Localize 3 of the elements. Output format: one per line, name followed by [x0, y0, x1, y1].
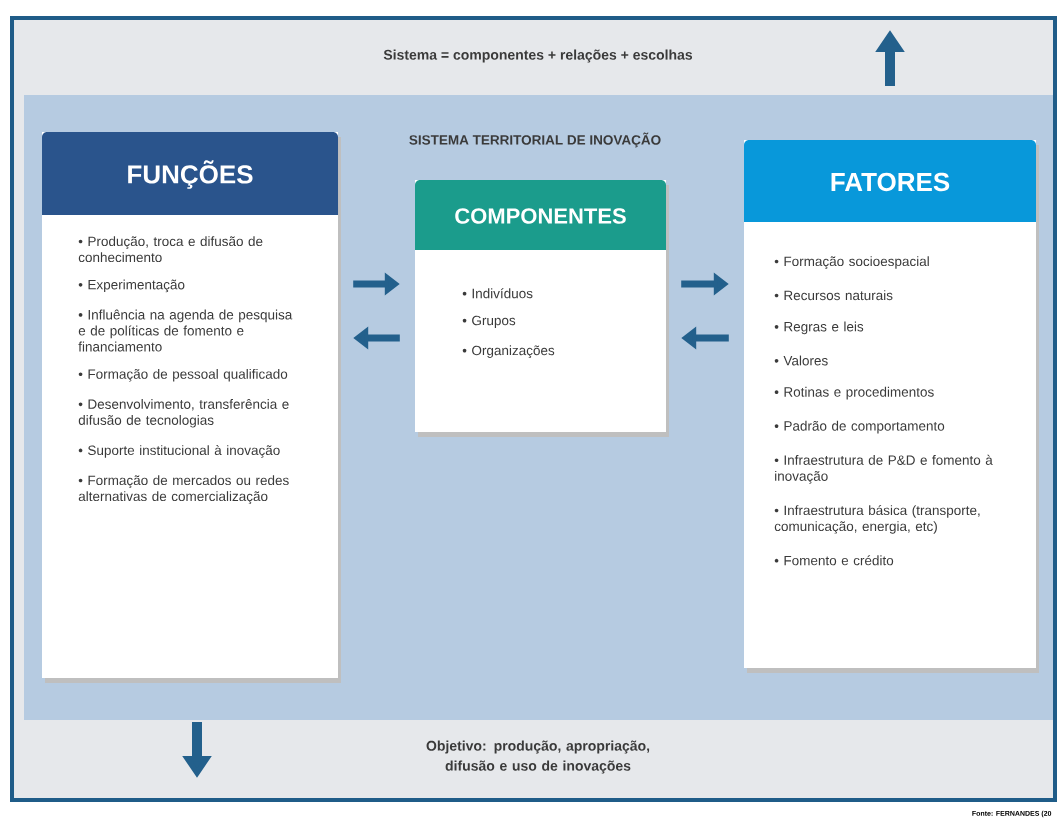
band-title: SISTEMA TERRITORIAL DE INOVAÇÃO: [409, 132, 661, 148]
goal-text: Objetivo: produção, apropriação, difusão e uso de inovações: [426, 740, 650, 774]
heading-text: Sistema = componentes + relações + escolhas: [383, 49, 693, 63]
